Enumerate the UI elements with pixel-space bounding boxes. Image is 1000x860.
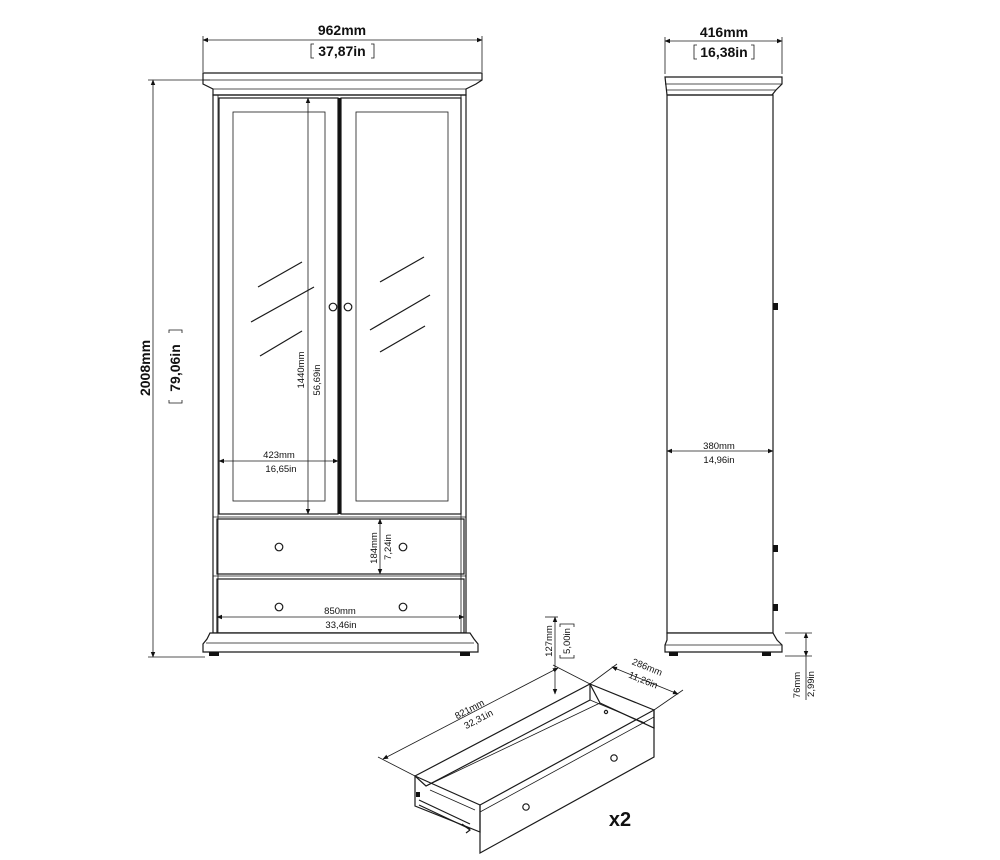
upper-drawer-front <box>216 518 465 575</box>
drawer-knob-icon <box>522 803 530 811</box>
drawer-height-in: 7,24in <box>383 534 394 560</box>
side-depth-mm: 416mm <box>700 24 748 40</box>
side-knob-icon <box>773 545 778 552</box>
front-height-mm: 2008mm <box>137 340 153 396</box>
leg-height-mm: 76mm <box>792 672 803 698</box>
drawer-height-detail-in: 5,00in <box>562 628 573 654</box>
side-view-cabinet <box>664 76 783 656</box>
dimension-labels: 962mm 37,87in 2008mm 79,06in 1440mm 56,6… <box>137 22 817 831</box>
drawer-quantity: x2 <box>609 809 631 831</box>
glass-height-in: 56,69in <box>312 364 323 395</box>
front-width-mm: 962mm <box>318 22 366 38</box>
side-knob-icon <box>773 303 778 310</box>
inner-depth-mm: 380mm <box>703 441 735 452</box>
drawer-height-mm: 184mm <box>369 532 380 564</box>
drawer-dimensions <box>377 616 684 777</box>
front-dimensions <box>148 36 483 658</box>
door-knob-icon <box>328 302 338 312</box>
front-view-cabinet <box>202 72 483 656</box>
drawer-knob-icon <box>274 542 284 552</box>
side-dimensions <box>664 37 812 700</box>
drawer-knob-icon <box>398 542 408 552</box>
drawer-width-mm: 850mm <box>324 606 356 617</box>
door-width-in: 16,65in <box>265 464 296 475</box>
drawer-knob-icon <box>610 754 618 762</box>
front-width-in: 37,87in <box>318 43 365 59</box>
leg-height-in: 2,99in <box>806 671 817 697</box>
drawer-height-detail-mm: 127mm <box>544 625 555 657</box>
inner-depth-in: 14,96in <box>703 455 734 466</box>
glass-height-mm: 1440mm <box>296 351 307 388</box>
drawer-width-in: 33,46in <box>325 620 356 631</box>
drawer-knob-icon <box>398 602 408 612</box>
door-width-mm: 423mm <box>263 450 295 461</box>
front-height-in: 79,06in <box>167 344 183 391</box>
drawer-knob-icon <box>274 602 284 612</box>
right-glass-door <box>340 97 462 515</box>
door-knob-icon <box>343 302 353 312</box>
side-depth-in: 16,38in <box>700 44 747 60</box>
side-knob-icon <box>773 604 778 611</box>
